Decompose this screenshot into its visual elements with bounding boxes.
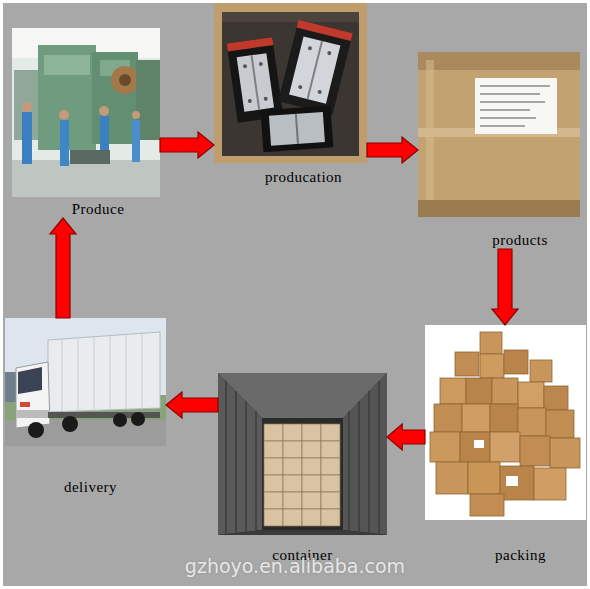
background xyxy=(3,3,587,586)
hinges-photo xyxy=(214,3,367,163)
flow-arrow xyxy=(50,218,76,318)
photo-area xyxy=(425,325,586,520)
flow-arrow xyxy=(492,249,518,325)
photo-step-node: products xyxy=(418,52,580,249)
photo-step-node: delivery xyxy=(5,318,166,496)
flow-arrow xyxy=(166,392,218,418)
cartons-photo xyxy=(425,325,586,520)
factory-photo xyxy=(12,28,160,197)
watermark: gzhoyo.en.alibaba.com xyxy=(0,554,590,578)
step-caption: products xyxy=(439,231,590,249)
truck-photo xyxy=(5,318,166,446)
photo-area xyxy=(218,373,387,535)
carton-photo xyxy=(418,52,580,217)
photo-area xyxy=(12,28,160,197)
photo-step-node: container xyxy=(218,373,387,564)
step-caption: packing xyxy=(440,546,590,564)
photo-area xyxy=(214,3,367,163)
flow-arrow xyxy=(160,132,214,158)
flow-arrow xyxy=(387,424,425,450)
step-caption: producation xyxy=(227,168,380,186)
container-photo xyxy=(218,373,387,535)
flow-arrow xyxy=(367,137,418,163)
photo-area xyxy=(418,52,580,217)
step-caption: Produce xyxy=(24,200,172,218)
photo-area xyxy=(5,318,166,446)
step-caption: delivery xyxy=(10,478,171,496)
photo-step-node: Produce xyxy=(12,28,160,218)
photo-step-node: producation xyxy=(214,3,367,186)
photo-step-node: packing xyxy=(425,325,586,564)
